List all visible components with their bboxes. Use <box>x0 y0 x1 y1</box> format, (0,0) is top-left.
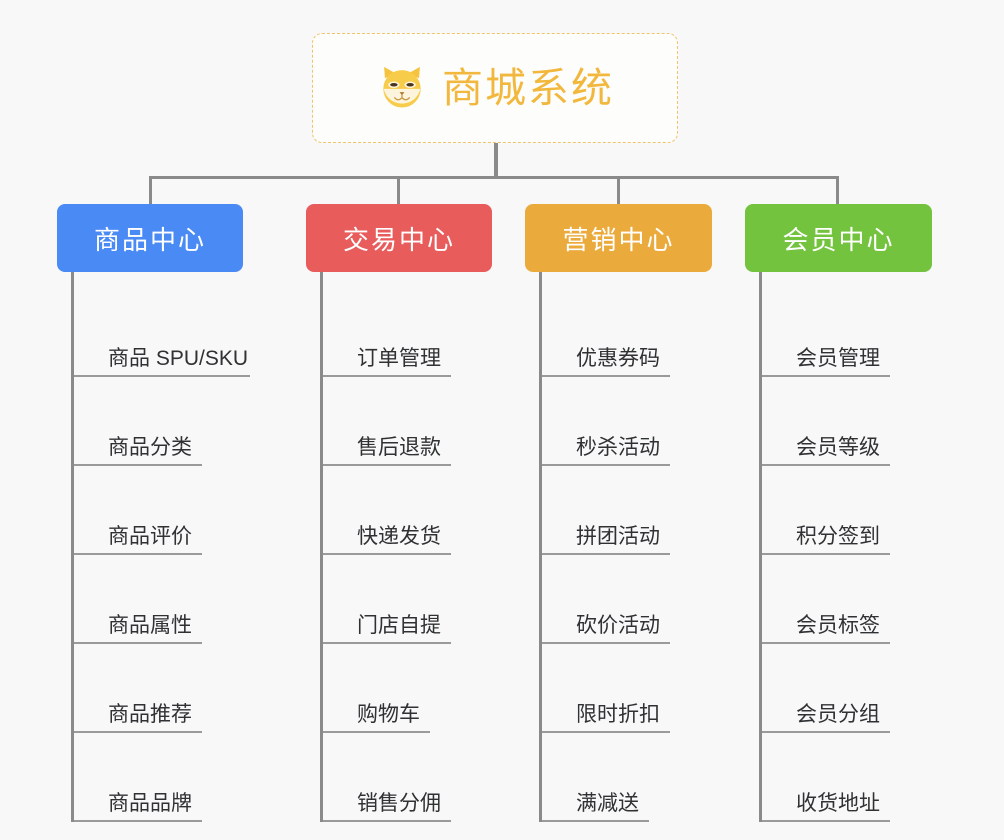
list-item[interactable]: 门店自提 <box>323 555 496 644</box>
list-item-label: 订单管理 <box>357 346 441 370</box>
list-item[interactable]: 积分签到 <box>762 466 935 555</box>
list-item[interactable]: 商品分类 <box>74 377 247 466</box>
branch-header-trade-center[interactable]: 交易中心 <box>306 204 492 272</box>
connector-drop-4 <box>836 176 839 206</box>
list-item-rule <box>762 375 890 377</box>
list-item-rule <box>323 375 451 377</box>
list-item-label: 商品品牌 <box>108 791 192 815</box>
list-item[interactable]: 商品品牌 <box>74 733 247 822</box>
list-item-label: 秒杀活动 <box>576 435 660 459</box>
list-item-label: 商品推荐 <box>108 702 192 726</box>
list-item-rule <box>74 820 202 822</box>
shiba-dog-face-icon <box>376 62 428 114</box>
list-item-rule <box>323 731 430 733</box>
list-item-rule <box>74 642 202 644</box>
connector-horizontal-bus <box>149 176 839 179</box>
list-item-label: 会员分组 <box>796 702 880 726</box>
branch-header-member-center[interactable]: 会员中心 <box>745 204 932 272</box>
list-item-rule <box>74 553 202 555</box>
connector-drop-2 <box>397 176 400 206</box>
list-item-label: 会员等级 <box>796 435 880 459</box>
branch-header-label: 商品中心 <box>93 224 206 255</box>
list-item-rule <box>542 642 670 644</box>
branch-header-label: 营销中心 <box>562 224 675 255</box>
list-item-rule <box>762 464 890 466</box>
root-title: 商城系统 <box>442 64 614 111</box>
branch-items-member-center: 会员管理 会员等级 积分签到 会员标签 会员分组 收货地址 <box>759 272 935 822</box>
list-item-rule <box>542 375 670 377</box>
branch-items-trade-center: 订单管理 售后退款 快递发货 门店自提 购物车 销售分佣 <box>320 272 496 822</box>
list-item[interactable]: 购物车 <box>323 644 496 733</box>
branch-items-marketing-center: 优惠券码 秒杀活动 拼团活动 砍价活动 限时折扣 满减送 <box>539 272 715 822</box>
list-item-label: 优惠券码 <box>576 346 660 370</box>
list-item[interactable]: 商品属性 <box>74 555 247 644</box>
list-item[interactable]: 商品评价 <box>74 466 247 555</box>
list-item-label: 积分签到 <box>796 524 880 548</box>
list-item-label: 砍价活动 <box>576 613 660 637</box>
list-item-label: 商品 SPU/SKU <box>108 346 249 370</box>
list-item[interactable]: 商品推荐 <box>74 644 247 733</box>
list-item[interactable]: 秒杀活动 <box>542 377 715 466</box>
branch-column-trade-center: 交易中心 订单管理 售后退款 快递发货 门店自提 购物车 <box>306 204 496 822</box>
list-item-rule <box>323 553 451 555</box>
branch-items-product-center: 商品 SPU/SKU 商品分类 商品评价 商品属性 商品推荐 商品品牌 <box>71 272 250 822</box>
list-item[interactable]: 商品 SPU/SKU <box>74 288 250 377</box>
list-item[interactable]: 限时折扣 <box>542 644 715 733</box>
list-item-label: 满减送 <box>576 791 639 815</box>
list-item-rule <box>323 642 451 644</box>
list-item-rule <box>323 820 451 822</box>
list-item-label: 拼团活动 <box>576 524 660 548</box>
list-item-label: 商品分类 <box>108 435 192 459</box>
list-item-label: 快递发货 <box>357 524 441 548</box>
list-item[interactable]: 优惠券码 <box>542 288 715 377</box>
list-item-rule <box>74 731 202 733</box>
list-item[interactable]: 会员分组 <box>762 644 935 733</box>
list-item-label: 限时折扣 <box>576 702 660 726</box>
list-item[interactable]: 会员等级 <box>762 377 935 466</box>
connector-root-stem <box>494 143 498 179</box>
list-item-label: 会员管理 <box>796 346 880 370</box>
branch-header-product-center[interactable]: 商品中心 <box>57 204 243 272</box>
list-item[interactable]: 会员管理 <box>762 288 935 377</box>
list-item-rule <box>762 731 890 733</box>
branch-column-marketing-center: 营销中心 优惠券码 秒杀活动 拼团活动 砍价活动 限时折扣 <box>525 204 715 822</box>
list-item-rule <box>542 731 670 733</box>
list-item-rule <box>762 642 890 644</box>
list-item-rule <box>74 375 250 377</box>
connector-drop-1 <box>149 176 152 206</box>
list-item[interactable]: 售后退款 <box>323 377 496 466</box>
list-item-label: 购物车 <box>357 702 420 726</box>
list-item-rule <box>542 820 649 822</box>
branch-column-member-center: 会员中心 会员管理 会员等级 积分签到 会员标签 会员分组 <box>745 204 935 822</box>
list-item[interactable]: 拼团活动 <box>542 466 715 555</box>
list-item-label: 销售分佣 <box>357 791 441 815</box>
list-item-rule <box>762 553 890 555</box>
list-item-rule <box>323 464 451 466</box>
list-item-label: 会员标签 <box>796 613 880 637</box>
list-item[interactable]: 收货地址 <box>762 733 935 822</box>
list-item[interactable]: 砍价活动 <box>542 555 715 644</box>
list-item-label: 商品评价 <box>108 524 192 548</box>
list-item[interactable]: 订单管理 <box>323 288 496 377</box>
branch-header-marketing-center[interactable]: 营销中心 <box>525 204 712 272</box>
list-item[interactable]: 满减送 <box>542 733 715 822</box>
list-item[interactable]: 会员标签 <box>762 555 935 644</box>
list-item[interactable]: 快递发货 <box>323 466 496 555</box>
branch-header-label: 交易中心 <box>342 224 455 255</box>
list-item-rule <box>542 553 670 555</box>
list-item-label: 门店自提 <box>357 613 441 637</box>
list-item-label: 收货地址 <box>796 791 880 815</box>
connector-drop-3 <box>617 176 620 206</box>
list-item-rule <box>74 464 202 466</box>
list-item-label: 商品属性 <box>108 613 192 637</box>
root-node[interactable]: 商城系统 <box>312 33 678 143</box>
branch-column-product-center: 商品中心 商品 SPU/SKU 商品分类 商品评价 商品属性 商品推荐 <box>57 204 250 822</box>
list-item-label: 售后退款 <box>357 435 441 459</box>
list-item-rule <box>762 820 890 822</box>
list-item[interactable]: 销售分佣 <box>323 733 496 822</box>
branch-header-label: 会员中心 <box>782 224 895 255</box>
list-item-rule <box>542 464 670 466</box>
